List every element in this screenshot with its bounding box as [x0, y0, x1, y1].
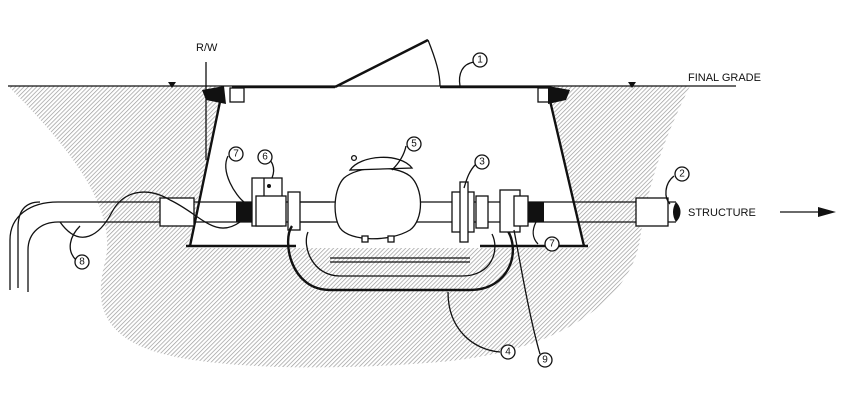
outlet-pipe-break — [673, 202, 681, 222]
insulating-sleeve-right — [528, 202, 544, 222]
leader-4 — [447, 291, 501, 353]
leader-7a — [225, 155, 245, 203]
svg-text:7: 7 — [233, 149, 239, 160]
inlet-coupling — [159, 197, 195, 227]
right-of-way-label: R/W — [196, 42, 218, 54]
svg-text:3: 3 — [479, 157, 485, 168]
meter-setter-inner — [305, 231, 496, 277]
final-grade-label: FINAL GRADE — [688, 72, 761, 84]
svg-text:9: 9 — [542, 355, 548, 366]
outlet-adapter-nut — [513, 195, 529, 227]
outlet-coupling — [635, 197, 669, 227]
curb-stop-body — [255, 195, 287, 227]
leader-5 — [391, 145, 407, 171]
inlet-pipe-bend — [9, 201, 59, 290]
callout-9: 9 — [537, 352, 553, 368]
svg-text:8: 8 — [79, 257, 85, 268]
water-meter-body — [334, 167, 422, 240]
callout-1: 1 — [472, 52, 488, 68]
lid-frame-left — [229, 87, 245, 103]
concrete-collar-right — [548, 86, 570, 104]
svg-text:7: 7 — [549, 239, 555, 250]
grade-marker-left — [168, 82, 176, 88]
leader-3 — [463, 163, 477, 189]
callout-7b: 7 — [544, 236, 560, 252]
hinged-cover — [334, 38, 429, 89]
concrete-collar-left — [202, 86, 226, 104]
meter-coupling-nut — [475, 195, 489, 229]
valve-union — [287, 191, 301, 231]
meter-foot-right — [387, 235, 395, 243]
callout-6: 6 — [257, 149, 273, 165]
leader-1 — [458, 61, 475, 87]
callout-7a: 7 — [228, 146, 244, 162]
inlet-pipe-bend-inner — [27, 221, 59, 292]
cover-swing-arc — [427, 39, 441, 87]
inlet-pipe-extra — [17, 201, 41, 288]
leader-8 — [69, 225, 81, 261]
meter-setter-outer — [286, 225, 515, 292]
meter-lid-hinge — [350, 154, 358, 162]
curb-stop-nut — [267, 184, 271, 188]
leader-7b — [532, 221, 539, 245]
meter-foot-left — [361, 235, 369, 243]
water-meter-lid — [348, 156, 414, 171]
structure-arrowhead — [818, 207, 836, 217]
insulating-sleeve-left — [236, 202, 252, 222]
structure-label: STRUCTURE — [688, 207, 756, 219]
leader-2 — [665, 175, 675, 205]
callout-8: 8 — [74, 254, 90, 270]
callout-2: 2 — [674, 166, 690, 182]
svg-text:2: 2 — [679, 169, 685, 180]
svg-text:5: 5 — [411, 139, 417, 150]
vault-wall-left — [188, 91, 224, 247]
grade-marker-right — [628, 82, 636, 88]
svg-text:4: 4 — [505, 347, 511, 358]
svg-text:1: 1 — [477, 55, 483, 66]
callout-5: 5 — [406, 136, 422, 152]
callout-4: 4 — [500, 344, 516, 360]
leader-9 — [513, 229, 541, 355]
svg-text:6: 6 — [262, 152, 268, 163]
vault-wall-right — [546, 91, 586, 247]
meter-coupling-flange — [459, 181, 469, 243]
callout-3: 3 — [474, 154, 490, 170]
